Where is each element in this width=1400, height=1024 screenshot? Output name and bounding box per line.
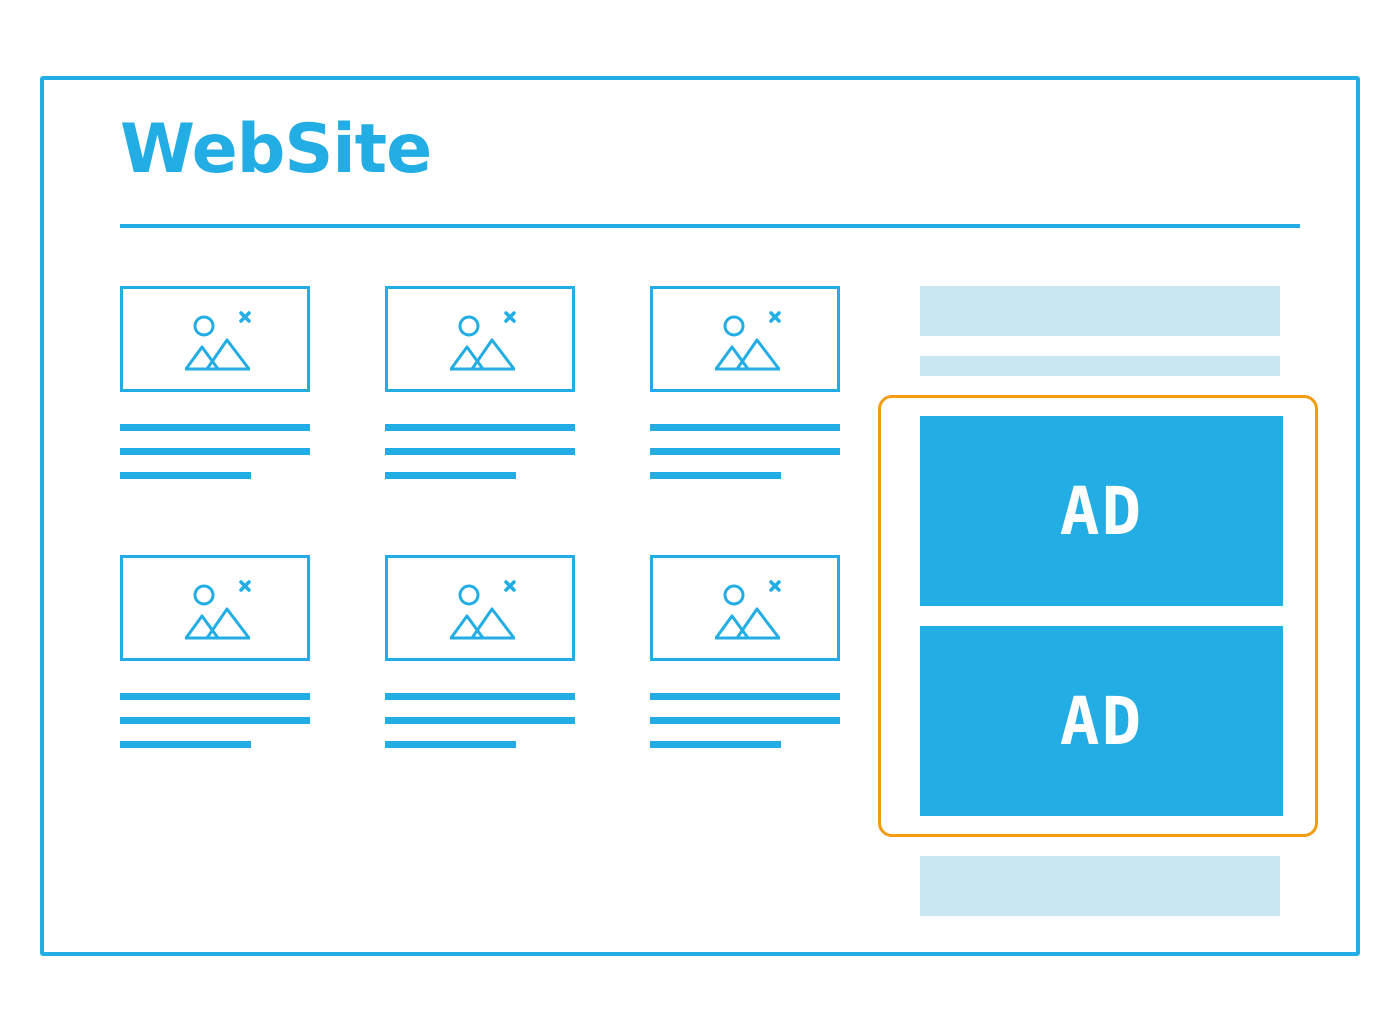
card-text-line: [650, 472, 781, 479]
card-text-line: [385, 472, 516, 479]
content-card[interactable]: [120, 555, 310, 755]
ad-label: AD: [1059, 472, 1144, 550]
card-text-line: [120, 472, 251, 479]
card-text-line: [650, 448, 840, 455]
site-title: WebSite: [120, 110, 432, 189]
card-text-line: [120, 448, 310, 455]
image-placeholder-icon: [714, 580, 781, 640]
ad-banner[interactable]: AD: [920, 416, 1283, 606]
card-thumbnail: [120, 555, 310, 661]
card-thumbnail: [650, 555, 840, 661]
card-text-line: [650, 717, 840, 724]
sidebar-placeholder-block: [920, 856, 1280, 916]
ad-highlight-outline: [878, 395, 1318, 837]
card-text-line: [385, 448, 575, 455]
card-thumbnail: [650, 286, 840, 392]
card-text-line: [120, 717, 310, 724]
content-card[interactable]: [650, 286, 840, 486]
card-text-line: [650, 424, 840, 431]
content-card[interactable]: [385, 286, 575, 486]
content-card[interactable]: [650, 555, 840, 755]
card-text-line: [120, 741, 251, 748]
card-text-line: [120, 693, 310, 700]
ad-label: AD: [1059, 682, 1144, 760]
image-placeholder-icon: [449, 580, 516, 640]
card-text-line: [120, 424, 310, 431]
header-divider: [120, 224, 1300, 228]
card-thumbnail: [120, 286, 310, 392]
ad-banner[interactable]: AD: [920, 626, 1283, 816]
card-text-line: [650, 693, 840, 700]
sidebar-placeholder-line: [920, 356, 1280, 376]
card-thumbnail: [385, 286, 575, 392]
sidebar-placeholder-block: [920, 286, 1280, 336]
card-text-line: [385, 424, 575, 431]
content-card[interactable]: [385, 555, 575, 755]
card-thumbnail: [385, 555, 575, 661]
image-placeholder-icon: [714, 311, 781, 371]
card-text-line: [385, 741, 516, 748]
card-text-line: [385, 717, 575, 724]
image-placeholder-icon: [184, 580, 251, 640]
image-placeholder-icon: [184, 311, 251, 371]
card-text-line: [385, 693, 575, 700]
content-card[interactable]: [120, 286, 310, 486]
card-text-line: [650, 741, 781, 748]
image-placeholder-icon: [449, 311, 516, 371]
